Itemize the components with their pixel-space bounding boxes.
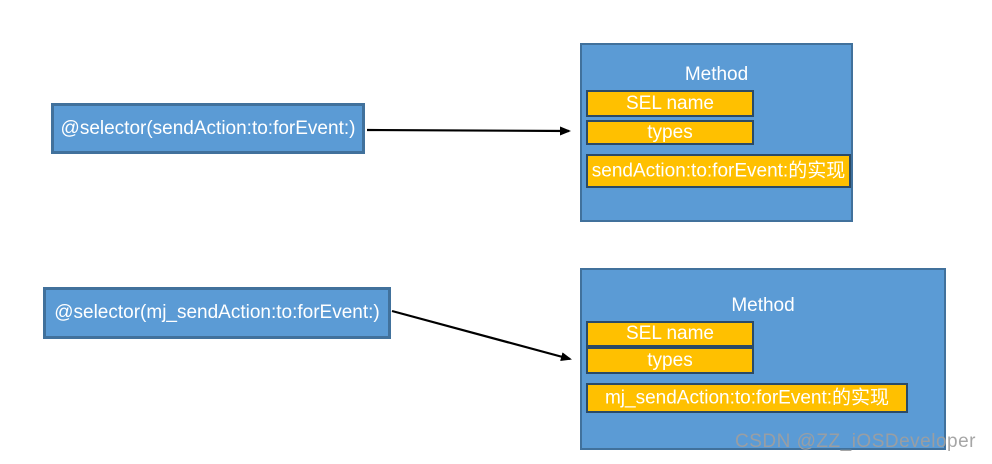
sel-name-field: SEL name [586,321,754,347]
selector-box-swizzled-label: @selector(mj_sendAction:to:forEvent:) [54,302,380,323]
selector-box-swizzled: @selector(mj_sendAction:to:forEvent:) [43,287,391,339]
selector-box-original-label: @selector(sendAction:to:forEvent:) [60,117,356,139]
implementation-label: mj_sendAction:to:forEvent:的实现 [604,387,890,409]
sel-name-field: SEL name [586,90,754,117]
method-box-swizzled: Method SEL name types mj_sendAction:to:f… [580,268,946,450]
method-title: Method [731,295,795,316]
implementation-field: mj_sendAction:to:forEvent:的实现 [586,383,908,413]
arrow-selector2-to-method2 [391,309,572,362]
arrow-selector1-to-method1 [366,126,571,136]
selector-box-original: @selector(sendAction:to:forEvent:) [51,103,365,154]
method-title: Method [684,64,749,85]
implementation-field: sendAction:to:forEvent:的实现 [586,154,851,188]
csdn-watermark: CSDN @ZZ_iOSDeveloper [735,431,976,452]
method-box-original: Method SEL name types sendAction:to:forE… [580,43,853,222]
types-field: types [586,347,754,374]
implementation-label: sendAction:to:forEvent:的实现 [591,160,846,182]
types-field: types [586,120,754,145]
